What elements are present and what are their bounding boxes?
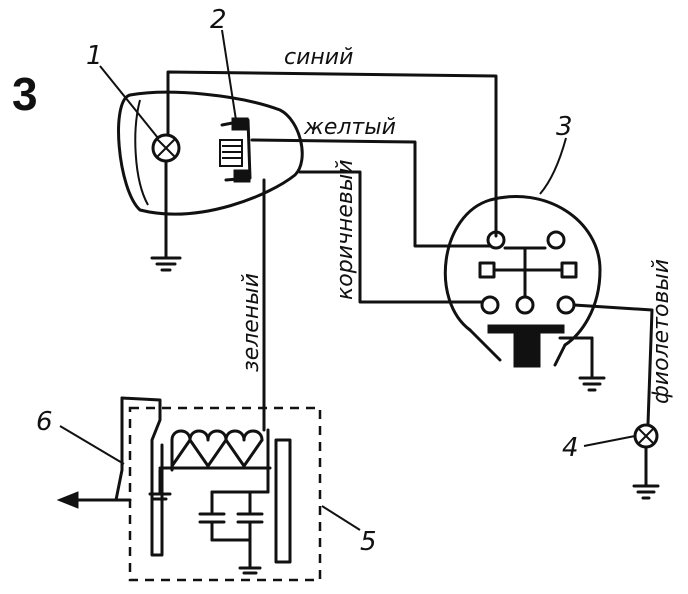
callout-4: 4 (562, 433, 579, 463)
wire-label-violet: фиолетовый (649, 259, 674, 404)
figure-number: 3 (12, 68, 38, 120)
wire-label-green: зеленый (239, 273, 264, 372)
relay-5-box (128, 406, 322, 582)
callout-5: 5 (360, 527, 377, 557)
leader-5 (321, 505, 361, 531)
socket-2 (219, 117, 252, 183)
leader-2 (221, 29, 237, 121)
wire-violet (572, 303, 654, 426)
capacitors (198, 468, 270, 570)
headlight (117, 90, 304, 216)
callout-6: 6 (36, 407, 53, 437)
ground-relay-left-icon (148, 468, 172, 501)
wire-label-yellow: желтый (303, 115, 396, 140)
wire-label-brown: коричневый (333, 159, 358, 300)
callout-3: 3 (556, 112, 573, 142)
ground-lamp-4-icon (632, 445, 660, 500)
wire-brown (298, 170, 484, 304)
ground-relay-bottom-icon (238, 566, 262, 575)
leader-3 (539, 137, 567, 195)
output-arrow-icon (56, 491, 120, 509)
relay-armature (120, 396, 164, 557)
callout-1: 1 (86, 41, 103, 71)
wire-blue (166, 70, 498, 238)
ground-lamp-1-icon (150, 159, 182, 272)
relay-core-right (274, 438, 292, 564)
wire-label-blue: синий (284, 45, 353, 70)
leader-4 (583, 435, 636, 447)
wire-yellow (250, 138, 492, 248)
switch-3 (443, 195, 602, 368)
callout-2: 2 (210, 5, 227, 35)
leader-1 (99, 65, 159, 139)
leader-6 (59, 425, 125, 465)
relay-contact (114, 396, 132, 502)
relay-coil (158, 428, 272, 472)
ground-switch-icon (578, 336, 606, 392)
lamp-4-icon (633, 423, 659, 449)
lamp-1-icon (151, 133, 181, 163)
